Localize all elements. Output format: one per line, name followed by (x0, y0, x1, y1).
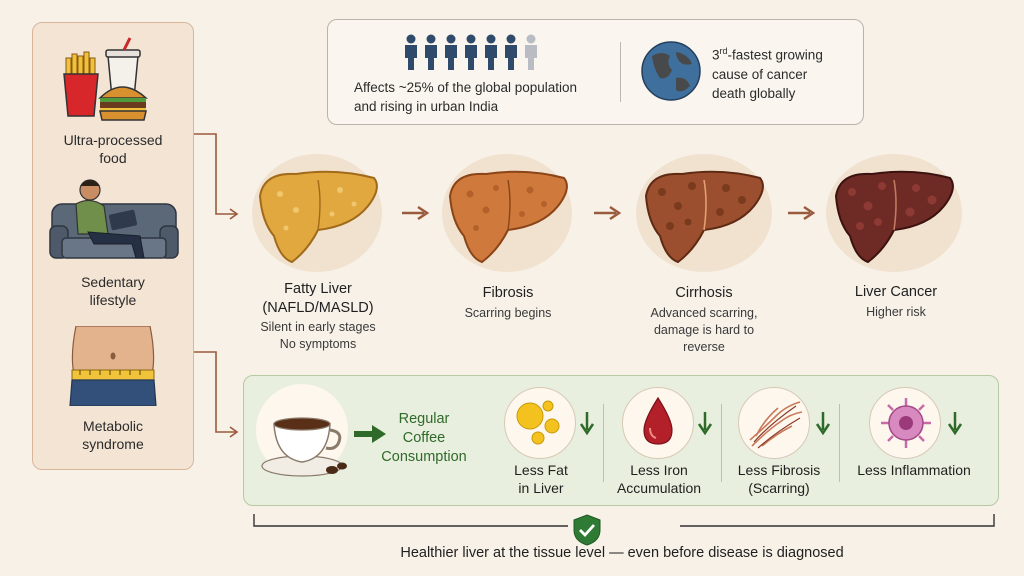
down-arrow-icon (697, 412, 713, 436)
stage-arrow-icon (594, 205, 622, 221)
coffee-cup-icon (261, 417, 347, 477)
belly-measuring-tape-icon (69, 326, 157, 406)
risk-connector-lines (194, 133, 239, 438)
blood-drop-icon (643, 396, 673, 445)
stats-divider (620, 42, 621, 102)
footer-bracket (253, 514, 995, 527)
fatty-liver-icon (258, 170, 378, 264)
stage-title-fibrosis: Fibrosis (482, 285, 534, 301)
down-arrow-icon (815, 412, 831, 436)
coffee-arrow-icon (354, 425, 386, 443)
cirrhosis-liver-icon (644, 170, 764, 264)
down-arrow-icon (579, 412, 595, 436)
population-stat: Affects ~25% of the global population an… (354, 80, 578, 114)
stats-box: Affects ~25% of the global population an… (327, 19, 864, 125)
benefit-divider (721, 404, 722, 482)
fast-food-icon (63, 37, 148, 121)
footer-caption: Healthier liver at the tissue level — ev… (400, 545, 844, 561)
benefit-divider (839, 404, 840, 482)
stage-arrow-icon (402, 205, 430, 221)
fibrosis-liver-icon (448, 170, 568, 264)
inflammation-cell-icon (881, 398, 931, 448)
down-arrow-icon (947, 412, 963, 436)
fibrosis-fibers-icon (749, 401, 803, 449)
stage-title-cirrhosis: Cirrhosis (675, 285, 733, 301)
benefit-label-inflammation: Less Inflammation (857, 462, 971, 478)
shield-check-icon (573, 514, 601, 546)
people-icon (405, 34, 537, 70)
cancer-stat: 3rd-fastest growing cause of cancer deat… (712, 46, 823, 101)
globe-icon (641, 41, 701, 101)
stage-desc-liver-cancer: Higher risk (866, 305, 926, 319)
stage-title-fatty-liver: Fatty Liver(NAFLD/MASLD) (262, 281, 374, 316)
liver-cancer-icon (834, 170, 954, 264)
fat-droplets-icon (516, 400, 560, 445)
stage-arrow-icon (788, 205, 816, 221)
stage-title-liver-cancer: Liver Cancer (854, 284, 938, 300)
person-on-couch-icon (49, 179, 179, 259)
stage-desc-fibrosis: Scarring begins (464, 306, 552, 320)
benefit-divider (603, 404, 604, 482)
benefit-label-fibrosis: Less Fibrosis(Scarring) (737, 462, 821, 496)
